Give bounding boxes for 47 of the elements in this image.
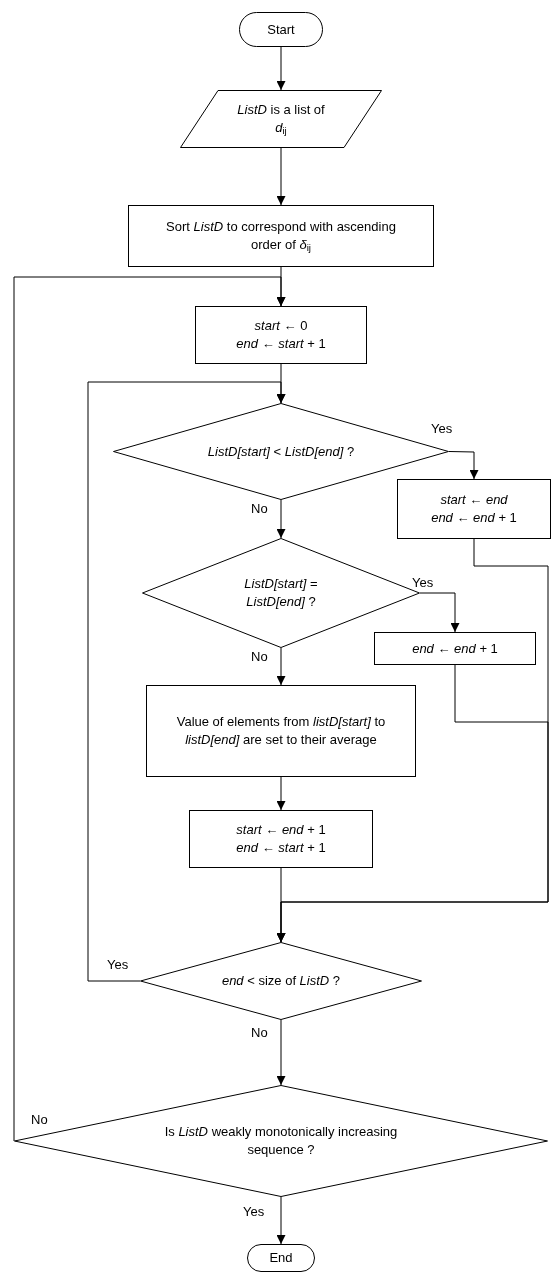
- process-box: [195, 306, 367, 364]
- node-text: ListD is a list of d$_{ij}$: [236, 101, 326, 137]
- decision-diamond: [140, 942, 422, 1020]
- arrow: [419, 592, 460, 633]
- arrow: [13, 276, 286, 1142]
- terminal-node: [247, 1244, 315, 1272]
- node-text: end ← start + 1: [236, 335, 326, 353]
- process-box: [146, 685, 416, 777]
- node-text: start ← end + 1: [236, 821, 326, 839]
- node-text: start ← end: [440, 491, 508, 509]
- node-text: start ← 0: [254, 317, 308, 335]
- terminal-node: [239, 12, 323, 47]
- arrow: [448, 451, 479, 480]
- arrow: [276, 776, 286, 811]
- edge-label: No: [250, 1026, 269, 1039]
- arrow: [276, 1019, 286, 1086]
- arrow: [276, 1196, 286, 1245]
- arrow: [276, 46, 286, 91]
- process-box: [374, 632, 536, 665]
- process-box: [128, 205, 434, 267]
- node-text: Sort ListD to correspond with ascending order of δ$_{ij}$: [165, 218, 397, 254]
- decision-diamond: [14, 1085, 548, 1197]
- arrow: [87, 381, 286, 982]
- process-box: [189, 810, 373, 868]
- arrow: [276, 664, 549, 943]
- node-text: ListD[start] < ListD[end] ?: [207, 442, 355, 461]
- edge-label: Yes: [242, 1205, 266, 1218]
- node-text: end < size of ListD ?: [221, 972, 341, 990]
- arrow: [276, 147, 286, 206]
- arrow: [276, 647, 286, 686]
- edge-label: Yes: [430, 422, 454, 435]
- arrow: [276, 499, 286, 539]
- node-text: Value of elements from listD[start] to listD[end] are set to their average: [175, 713, 387, 749]
- edge-label: Yes: [106, 958, 130, 971]
- edge-label: No: [30, 1113, 49, 1126]
- node-text: End: [269, 1249, 293, 1267]
- edge-label: No: [250, 502, 269, 515]
- edge-label: Yes: [411, 576, 435, 589]
- node-text: end ← start + 1: [236, 839, 326, 857]
- node-text: Is ListD weakly monotonically increasing sequence ?: [163, 1123, 399, 1159]
- edge-label: No: [250, 650, 269, 663]
- node-text: end ← end + 1: [412, 639, 498, 658]
- node-text: end ← end + 1: [431, 509, 517, 527]
- process-box: [397, 479, 551, 539]
- input-parallelogram: [180, 90, 382, 148]
- node-text: ListD[start] = ListD[end] ?: [243, 575, 319, 611]
- node-text: Start: [267, 20, 295, 39]
